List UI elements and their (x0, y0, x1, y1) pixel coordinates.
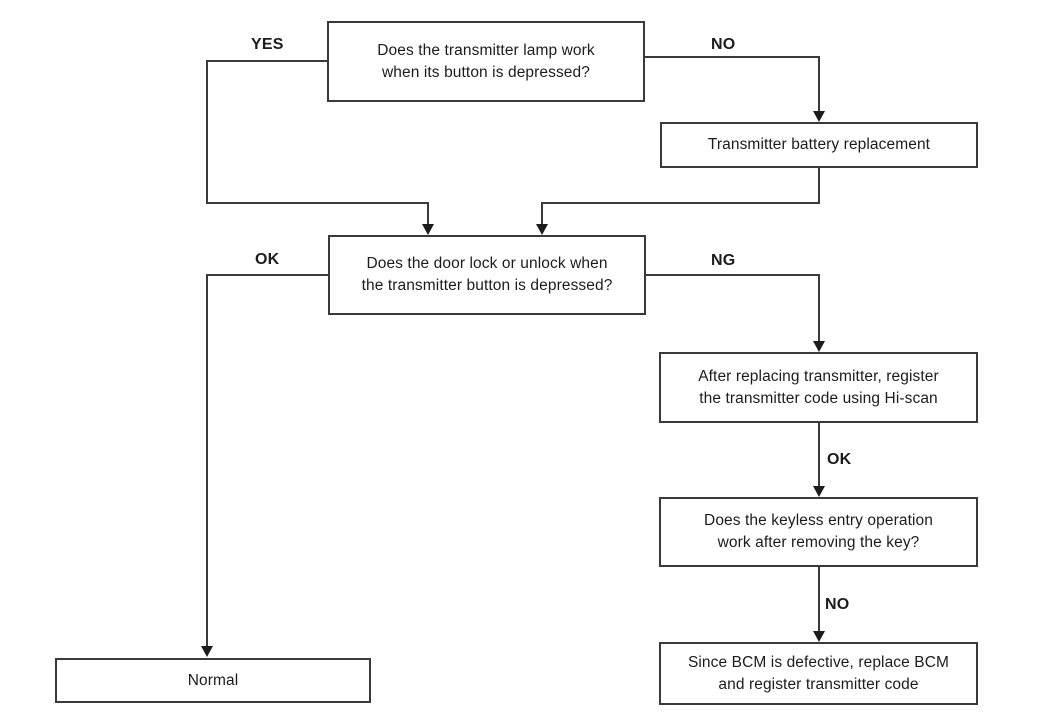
connector-battery-vertical (818, 168, 820, 204)
arrowhead-no2-into-bcm (813, 631, 825, 642)
connector-no-horizontal (645, 56, 819, 58)
connector-yes-drop (427, 202, 429, 225)
connector-no-vertical (818, 56, 820, 112)
connector-ng-horizontal (646, 274, 819, 276)
node-keyless-entry-question: Does the keyless entry operation work af… (659, 497, 978, 567)
arrowhead-ok2-into-keyless (813, 486, 825, 497)
connector-yes-join-horizontal (206, 202, 429, 204)
edge-label-ok: OK (255, 251, 280, 268)
node-replace-bcm: Since BCM is defective, replace BCM and … (659, 642, 978, 705)
node-replace-bcm-text: Since BCM is defective, replace BCM and … (687, 653, 950, 693)
connector-ng-vertical (818, 274, 820, 342)
arrowhead-ok-into-normal (201, 646, 213, 657)
node-door-lock-question-text: Does the door lock or unlock when the tr… (361, 255, 613, 294)
connector-no2-vertical (818, 567, 820, 632)
arrowhead-battery-into-door-lock (536, 224, 548, 235)
node-normal-text: Normal (187, 671, 239, 689)
node-register-transmitter-code-text: After replacing transmitter, register th… (698, 367, 939, 407)
node-transmitter-battery-replacement: Transmitter battery replacement (660, 122, 978, 168)
edge-label-ng: NG (711, 252, 736, 269)
node-normal: Normal (55, 658, 371, 703)
node-door-lock-question: Does the door lock or unlock when the tr… (328, 235, 646, 315)
arrowhead-ng-into-register (813, 341, 825, 352)
connector-yes-horizontal (206, 60, 327, 62)
edge-label-ok2: OK (827, 451, 852, 468)
edge-label-no: NO (711, 36, 736, 53)
edge-label-no2: NO (825, 596, 850, 613)
connector-battery-drop (541, 202, 543, 225)
node-keyless-entry-question-text: Does the keyless entry operation work af… (704, 512, 933, 551)
node-transmitter-lamp-question: Does the transmitter lamp work when its … (327, 21, 645, 102)
connector-battery-horizontal (541, 202, 820, 204)
arrowhead-yes-into-door-lock (422, 224, 434, 235)
connector-ok-horizontal (206, 274, 328, 276)
node-transmitter-lamp-question-text: Does the transmitter lamp work when its … (377, 41, 595, 81)
node-register-transmitter-code: After replacing transmitter, register th… (659, 352, 978, 423)
connector-yes-vertical (206, 60, 208, 204)
arrowhead-no-into-battery (813, 111, 825, 122)
connector-ok2-vertical (818, 423, 820, 487)
edge-label-yes: YES (251, 36, 284, 53)
connector-ok-vertical (206, 274, 208, 647)
node-transmitter-battery-replacement-text: Transmitter battery replacement (707, 136, 931, 153)
